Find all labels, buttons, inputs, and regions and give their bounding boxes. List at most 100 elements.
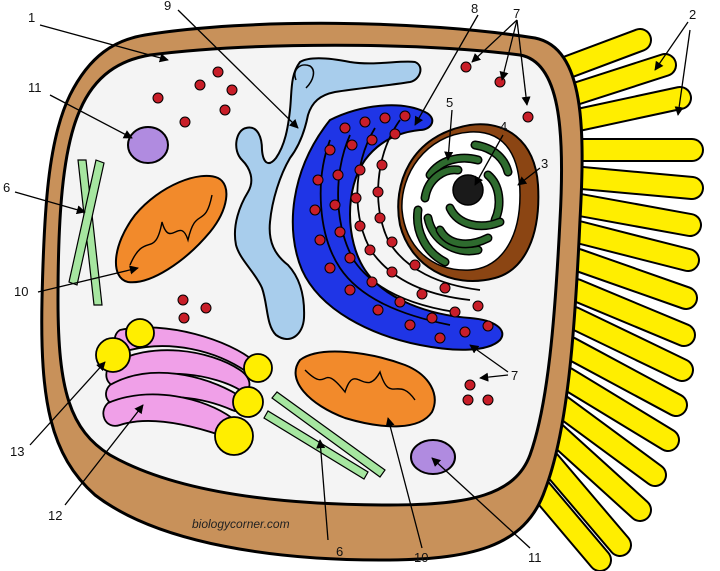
chromatin-strand [472,142,511,175]
chromatin-strand [447,205,503,229]
ribosome [339,122,351,134]
ribosome [404,319,416,331]
cilium [560,338,686,415]
ribosome [459,326,471,338]
ribosome [178,312,190,324]
ribosome [314,234,326,246]
ribosome [426,312,438,324]
label-7-right: 7 [511,368,518,383]
diagram-labels: 1 2 3 4 5 6 6 7 7 8 9 10 10 11 11 12 13 … [3,0,696,565]
leader-lines [14,9,691,549]
ribosome [179,116,191,128]
lysosome-lower [410,439,456,475]
chromatin-strand [414,207,448,265]
ribosome [366,134,378,146]
ribosome [462,394,474,406]
cilium [562,55,675,105]
ribosome [482,394,494,406]
cilium [564,308,692,380]
ribosome [366,276,378,288]
label-13: 13 [10,444,24,459]
ribosome [324,144,336,156]
cilium [568,88,690,130]
ribosome [344,252,356,264]
label-6-bottom: 6 [336,544,343,559]
ribosome [386,266,398,278]
ribosome [409,259,421,271]
cilium [550,395,665,485]
ribosome [152,92,164,104]
ribosome [394,296,406,308]
cilium [572,168,702,198]
label-12: 12 [48,508,62,523]
ribosome [364,244,376,256]
ribosome [482,320,494,332]
ribosome [309,204,321,216]
ribosome [324,262,336,274]
label-2: 2 [689,7,696,22]
ribosome [374,212,386,224]
label-3: 3 [541,156,548,171]
label-11-top: 11 [28,80,42,95]
ribosome [212,66,224,78]
ribosome [416,288,428,300]
rough-endoplasmic-reticulum [291,104,504,351]
label-11-bottom: 11 [528,550,542,565]
ribosome [439,282,451,294]
cilium [566,280,694,345]
ribosome [346,139,358,151]
mitochondrion-lower [294,350,436,428]
ribosome [399,110,411,122]
ribosome [334,226,346,238]
label-10-bottom: 10 [414,550,428,565]
cilium [544,422,650,520]
ribosome [329,199,341,211]
ribosome [350,192,362,204]
cilium [568,250,696,308]
lysosome-upper [127,126,169,164]
ribosome [344,284,356,296]
label-10-left: 10 [14,284,28,299]
credit-text: biologycorner.com [192,517,290,531]
label-1: 1 [28,10,35,25]
cilia-group [522,28,704,571]
ribosome [434,332,446,344]
ribosome [372,186,384,198]
label-8: 8 [471,1,478,16]
ribosome [332,169,344,181]
label-7-top: 7 [513,6,520,21]
chromatin-strand [437,227,491,247]
smooth-endoplasmic-reticulum [234,57,422,340]
ribosome [379,112,391,124]
label-5: 5 [446,95,453,110]
ribosome [464,379,476,391]
ribosome [177,294,189,306]
microtubules-lower [263,391,386,480]
chromatin-strand [422,166,461,201]
label-6-left: 6 [3,180,10,195]
cilium [570,195,700,235]
ribosome [386,236,398,248]
label-9: 9 [164,0,171,13]
ribosome [359,116,371,128]
ribosome [200,302,212,314]
ribosome [389,128,401,140]
cilium [524,472,610,570]
nucleus [397,123,540,283]
golgi-vesicles [95,318,273,456]
ribosome [372,304,384,316]
ribosome [460,61,472,73]
ribosome [472,300,484,312]
ribosome [354,164,366,176]
microtubules-left [68,159,105,306]
cilium [536,448,630,555]
ribosome [354,220,366,232]
ribosome [219,104,231,116]
ribosome [376,159,388,171]
ribosome [194,79,206,91]
chromatin-strand [485,172,503,223]
ribosome [312,174,324,186]
cilium [556,368,678,450]
ribosome [494,76,506,88]
